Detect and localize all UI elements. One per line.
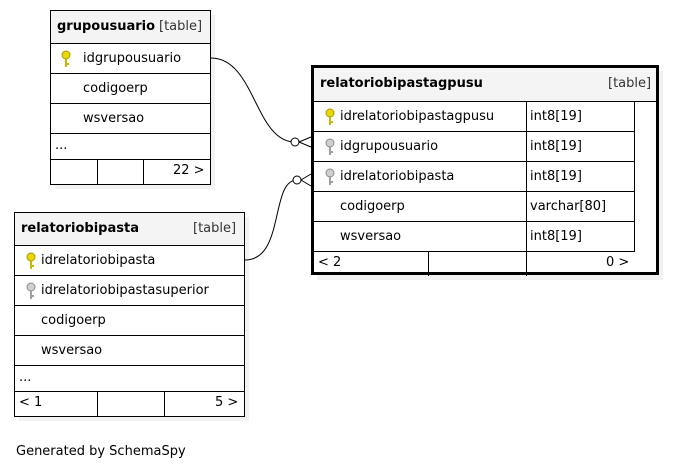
parent-count: < 1: [19, 395, 43, 410]
column-name: wsversao: [83, 111, 145, 126]
crows-foot: [298, 136, 312, 148]
child-count: 5 >: [215, 395, 239, 410]
column-name: idgrupousuario: [340, 139, 439, 154]
column-type: int8[19]: [530, 139, 582, 154]
column-type: int8[19]: [530, 109, 582, 124]
primary-key-icon: [26, 252, 36, 269]
generated-by-footer: Generated by SchemaSpy: [16, 444, 186, 459]
table-name: relatoriobipastagpusu: [320, 76, 483, 91]
column-row: idrelatoriobipastasuperior: [15, 276, 244, 306]
crows-foot: [300, 173, 312, 187]
optional-marker: [292, 175, 302, 185]
foreign-key-icon: [26, 282, 36, 299]
column-name: wsversao: [340, 229, 402, 244]
column-name: idrelatoriobipastagpusu: [340, 109, 495, 124]
parent-count: < 2: [318, 255, 342, 270]
column-row: idgrupousuario int8[19]: [314, 132, 634, 162]
table-name: grupousuario: [57, 19, 156, 34]
table-footer: < 2 0 >: [314, 252, 634, 276]
column-row: idrelatoriobipasta: [15, 246, 244, 276]
primary-key-icon: [61, 50, 71, 67]
column-row: wsversao: [15, 336, 244, 366]
column-name: idrelatoriobipasta: [41, 253, 156, 268]
primary-key-icon: [325, 108, 335, 125]
optional-marker: [290, 137, 300, 147]
column-row: wsversao int8[19]: [314, 222, 634, 252]
column-row: codigoerp: [51, 74, 210, 104]
table-name: relatoriobipasta: [21, 221, 139, 236]
table-relatoriobipasta: relatoriobipasta [table] idrelatoriobipa…: [14, 212, 245, 417]
foreign-key-icon: [325, 168, 335, 185]
child-count: 0 >: [606, 255, 630, 270]
column-name: codigoerp: [83, 81, 148, 96]
column-row: codigoerp: [15, 306, 244, 336]
relationship-grupousuario: [210, 57, 296, 143]
column-name: idgrupousuario: [83, 51, 182, 66]
column-row: idrelatoriobipasta int8[19]: [314, 162, 634, 192]
foreign-key-icon: [325, 138, 335, 155]
column-row: idgrupousuario: [51, 44, 210, 74]
column-type: varchar[80]: [530, 199, 607, 214]
column-name: idrelatoriobipasta: [340, 169, 455, 184]
column-name: wsversao: [41, 343, 103, 358]
column-name: codigoerp: [340, 199, 405, 214]
column-row: codigoerp varchar[80]: [314, 192, 634, 222]
column-type: int8[19]: [530, 229, 582, 244]
table-type-label: [table]: [159, 19, 203, 34]
ellipsis: ...: [19, 370, 32, 385]
child-count: 22 >: [173, 163, 205, 178]
column-name: idrelatoriobipastasuperior: [41, 283, 209, 298]
ellipsis: ...: [55, 138, 68, 153]
table-header: relatoriobipasta [table]: [15, 213, 244, 246]
more-columns-row: ...: [15, 366, 244, 392]
table-type-label: [table]: [608, 76, 652, 91]
table-type-label: [table]: [193, 221, 237, 236]
more-columns-row: ...: [51, 134, 210, 160]
column-type: int8[19]: [530, 169, 582, 184]
table-footer: 22 >: [51, 160, 210, 184]
table-header: grupousuario [table]: [51, 11, 210, 44]
table-relatoriobipastagpusu: relatoriobipastagpusu [table] idrelatori…: [311, 65, 659, 276]
table-grupousuario: grupousuario [table] idgrupousuario codi…: [50, 10, 211, 185]
column-name: codigoerp: [41, 313, 106, 328]
column-row: idrelatoriobipastagpusu int8[19]: [314, 102, 634, 132]
column-row: wsversao: [51, 104, 210, 134]
table-header: relatoriobipastagpusu [table]: [314, 68, 656, 102]
relationship-relatoriobipasta: [244, 179, 298, 261]
table-footer: < 1 5 >: [15, 392, 244, 416]
